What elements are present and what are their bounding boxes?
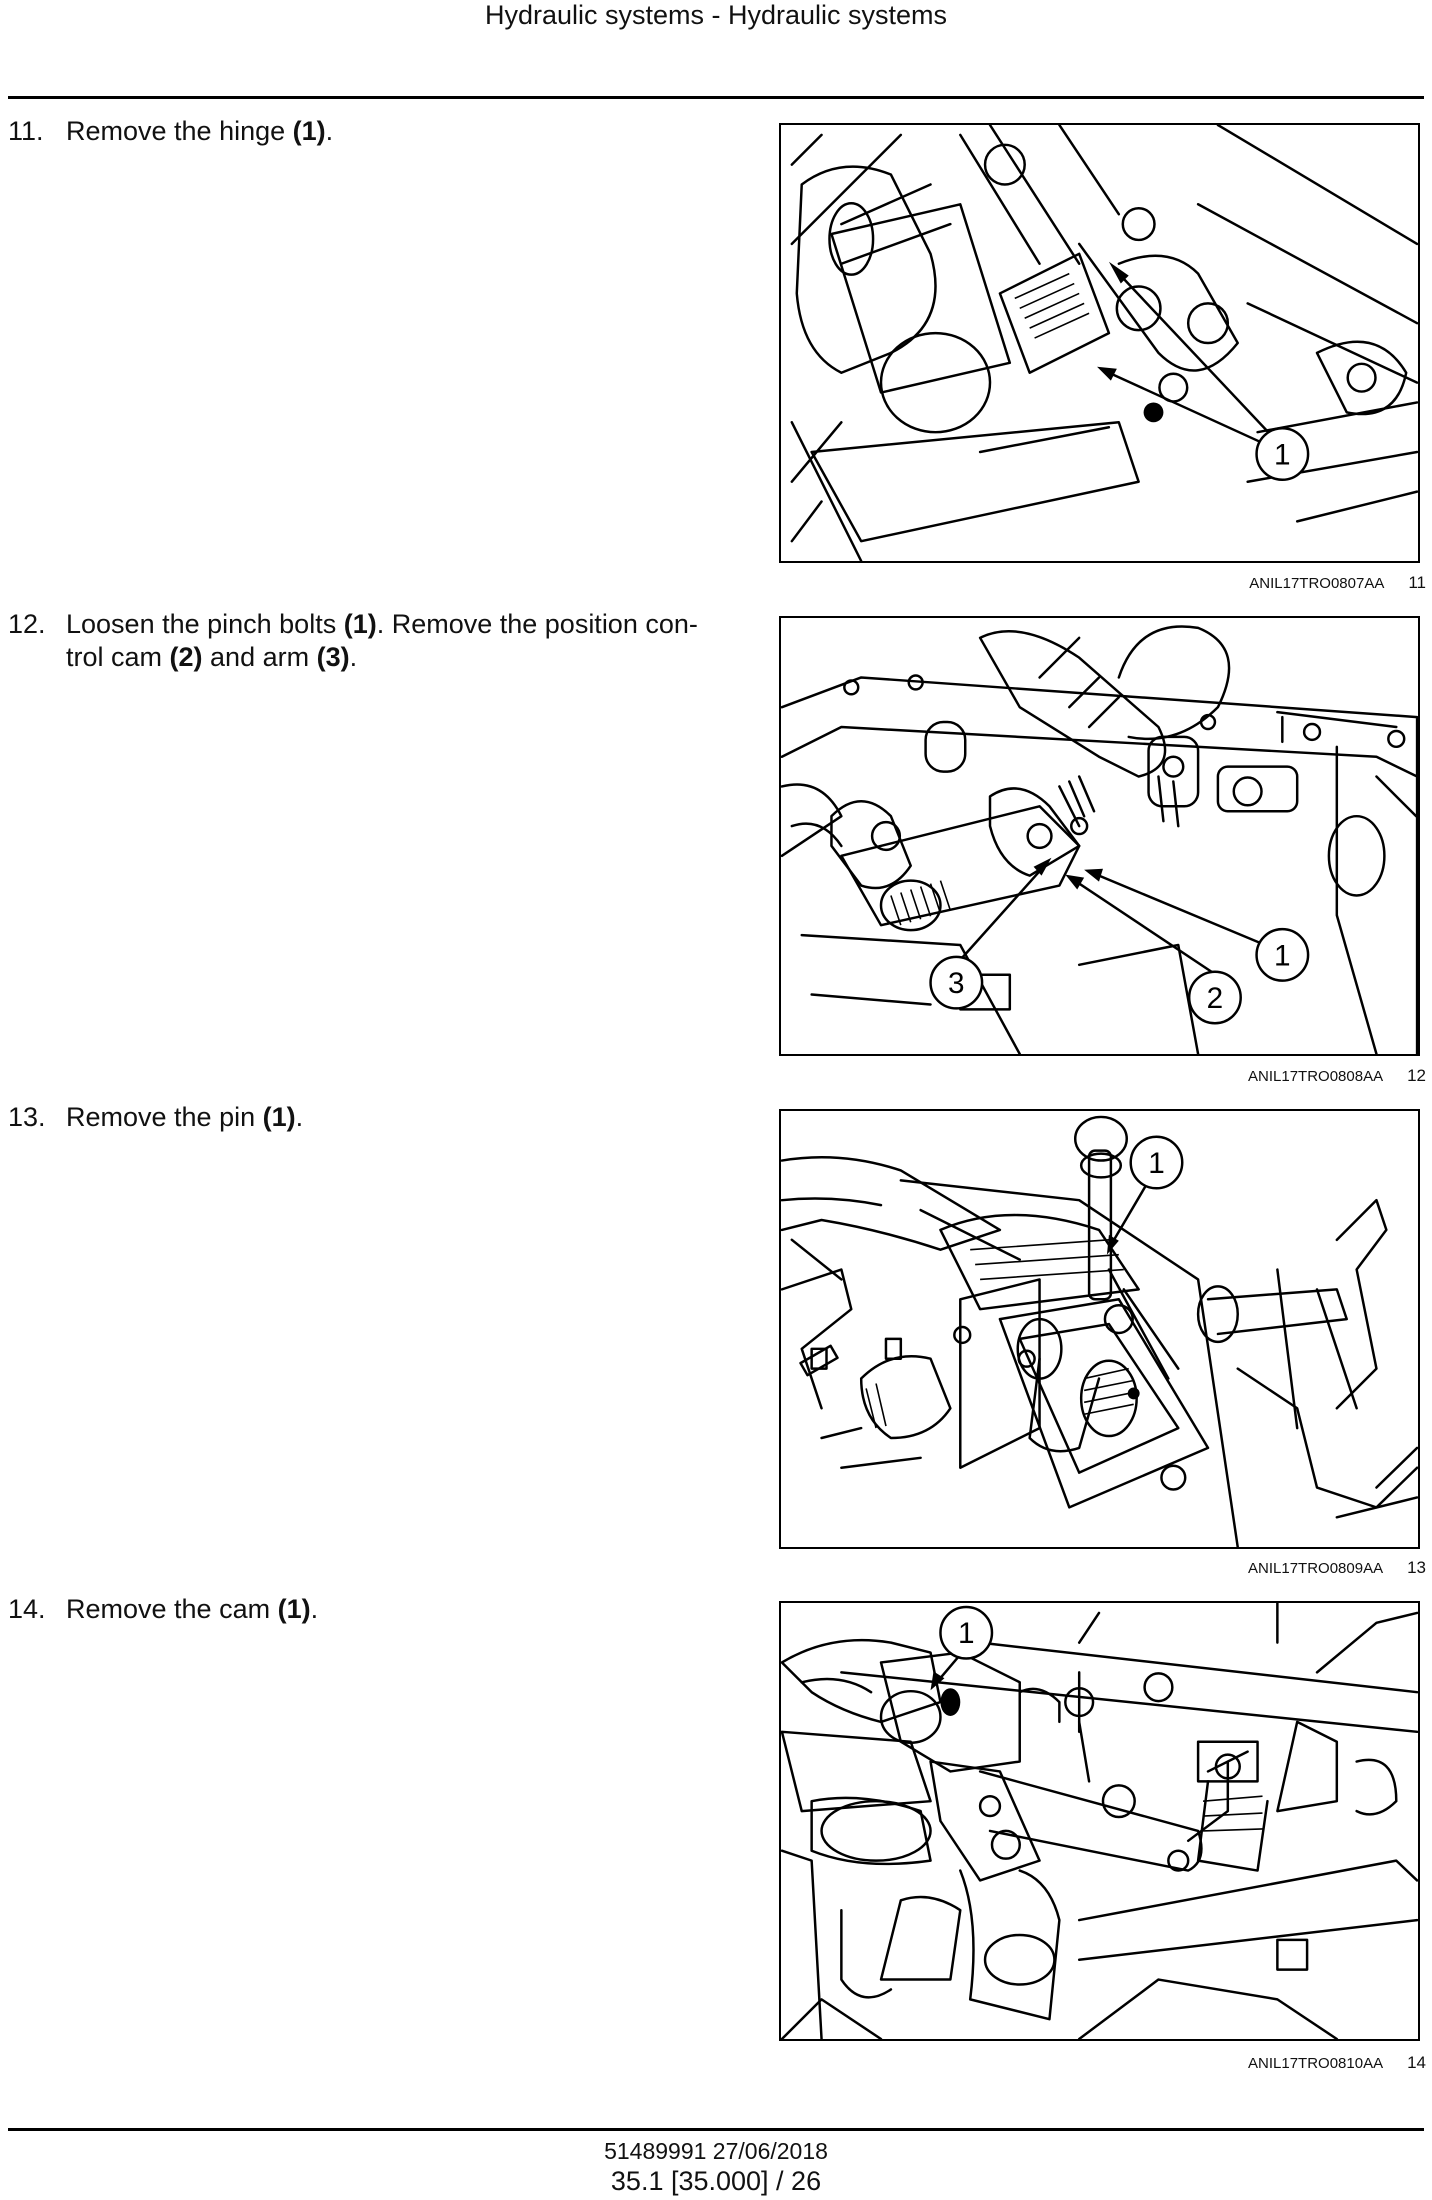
step-instruction: Remove the pin (1). xyxy=(66,1102,304,1132)
figure-code: ANIL17TRO0808AA xyxy=(1248,1068,1384,1085)
svg-text:1: 1 xyxy=(958,1617,975,1650)
figure-code: ANIL17TRO0807AA xyxy=(1249,575,1385,592)
svg-text:2: 2 xyxy=(1207,982,1224,1015)
cam-illustration: 1 xyxy=(781,1603,1418,2039)
callout-1: 1 xyxy=(1129,1135,1184,1190)
callout-1: 1 xyxy=(1255,927,1310,982)
step-number: 11. xyxy=(8,116,44,146)
figure-11-caption: ANIL17TRO0807AA 11 xyxy=(1100,573,1426,593)
callout-3: 3 xyxy=(929,955,984,1010)
footer-document-date: 51489991 27/06/2018 xyxy=(604,2138,828,2164)
hinge-illustration: 1 xyxy=(790,125,1418,561)
step-number: 12. xyxy=(8,609,46,639)
step-instruction: Loosen the pinch bolts (1). Remove the p… xyxy=(66,609,698,672)
figure-code: ANIL17TRO0810AA xyxy=(1248,2055,1384,2072)
figure-number: 13 xyxy=(1407,1558,1426,1577)
step-12: 12. Loosen the pinch bolts (1). Remove th… xyxy=(8,608,728,672)
step-number: 14. xyxy=(8,1594,46,1624)
callout-1: 1 xyxy=(939,1605,994,1660)
figure-12-cam-and-arm: 1 2 3 xyxy=(779,616,1420,1056)
callout-2: 2 xyxy=(1187,970,1242,1025)
figure-14-cam-removal: 1 xyxy=(779,1601,1420,2041)
step-instruction: Remove the cam (1). xyxy=(66,1594,319,1624)
figure-11-hinge-removal: 1 xyxy=(779,123,1420,563)
figure-number: 11 xyxy=(1408,573,1426,592)
step-instruction: Remove the hinge (1). xyxy=(66,116,334,146)
step-number: 13. xyxy=(8,1102,46,1132)
svg-text:1: 1 xyxy=(1274,939,1291,972)
figure-14-caption: ANIL17TRO0810AA 14 xyxy=(1100,2053,1426,2073)
step-14: 14. Remove the cam (1). xyxy=(8,1593,728,1626)
figure-13-caption: ANIL17TRO0809AA 13 xyxy=(1100,1558,1426,1578)
page-header-title: Hydraulic systems - Hydraulic systems xyxy=(484,0,948,30)
figure-12-caption: ANIL17TRO0808AA 12 xyxy=(1100,1066,1426,1086)
svg-text:3: 3 xyxy=(948,967,965,1000)
footer-page-number: 35.1 [35.000] / 26 xyxy=(610,2166,822,2196)
header-rule xyxy=(8,96,1424,99)
figure-number: 14 xyxy=(1407,2053,1426,2072)
pin-illustration: 1 xyxy=(781,1115,1418,1547)
svg-text:1: 1 xyxy=(1148,1147,1165,1180)
figure-13-pin-removal: 1 xyxy=(779,1109,1420,1549)
svg-text:1: 1 xyxy=(1274,438,1291,471)
figure-number: 12 xyxy=(1407,1066,1426,1085)
cam-arm-illustration: 1 2 3 xyxy=(781,625,1418,1054)
step-13: 13. Remove the pin (1). xyxy=(8,1101,728,1134)
step-11: 11. Remove the hinge (1). xyxy=(8,115,728,148)
footer-rule xyxy=(8,2128,1424,2131)
callout-1: 1 xyxy=(1255,426,1310,481)
figure-code: ANIL17TRO0809AA xyxy=(1248,1560,1384,1577)
